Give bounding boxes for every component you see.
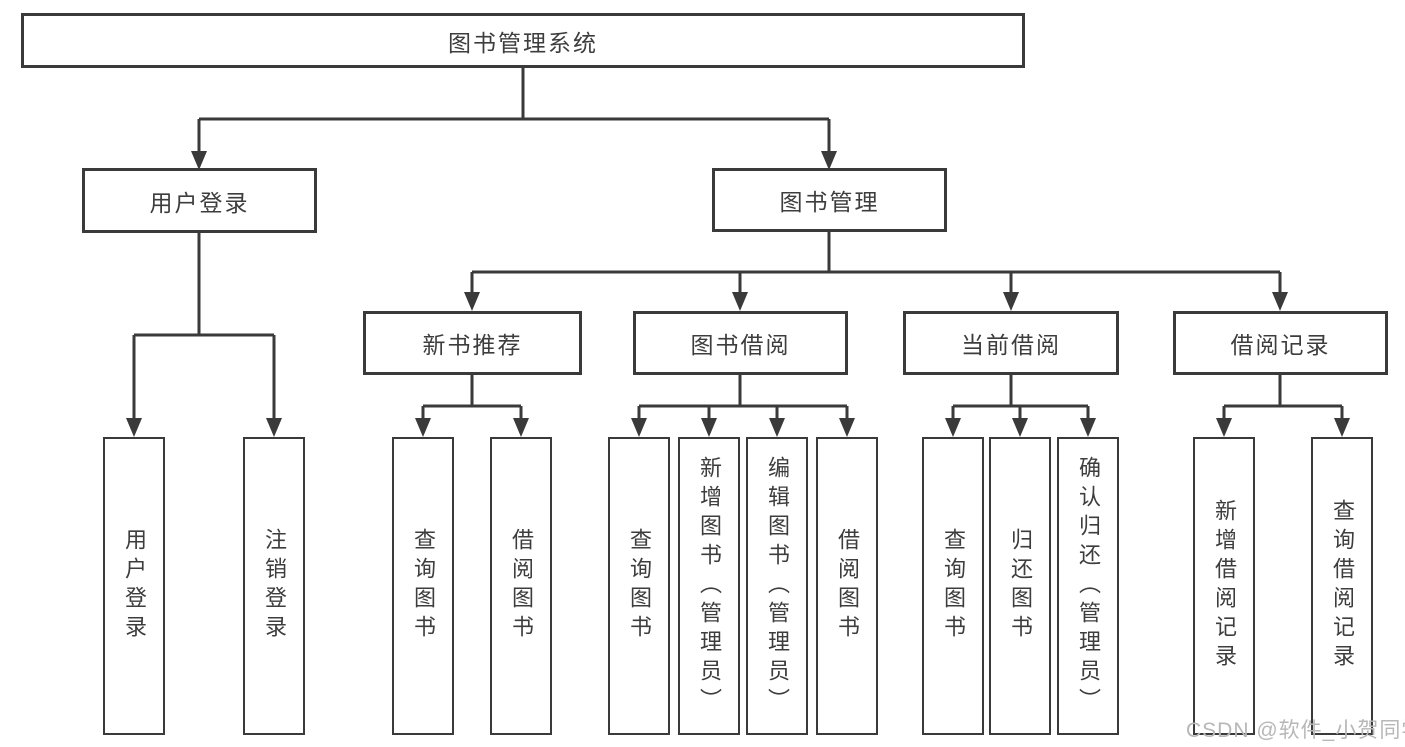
arrow-down-icon xyxy=(191,151,207,170)
node-book-management-label: 图书管理 xyxy=(779,189,880,215)
leaf-bb-edit-books-admin-label: 编辑图书（管理员） xyxy=(765,455,790,717)
arrow-down-icon xyxy=(1080,418,1096,437)
node-book-management: 图书管理 xyxy=(712,168,947,232)
leaf-br-add-record-label: 新增借阅记录 xyxy=(1212,499,1237,673)
arrow-down-icon xyxy=(513,418,529,437)
node-borrowing-records-label: 借阅记录 xyxy=(1230,332,1331,358)
leaf-nbr-borrow-books: 借阅图书 xyxy=(490,437,552,735)
arrowhead-icons xyxy=(126,151,1350,437)
leaf-bb-borrow-books-label: 借阅图书 xyxy=(835,528,860,644)
arrow-down-icon xyxy=(701,418,717,437)
leaf-br-query-record-label: 查询借阅记录 xyxy=(1330,499,1355,673)
arrow-down-icon xyxy=(1334,418,1350,437)
node-user-login-label: 用户登录 xyxy=(149,189,250,216)
leaf-user-login-label: 用户登录 xyxy=(122,528,147,644)
arrow-down-icon xyxy=(415,418,431,437)
arrow-down-icon xyxy=(1003,292,1019,311)
arrow-down-icon xyxy=(1216,418,1232,437)
leaf-cb-query-books-label: 查询图书 xyxy=(941,528,966,644)
arrow-down-icon xyxy=(126,418,142,437)
node-user-login: 用户登录 xyxy=(82,168,317,233)
leaf-bb-query-books: 查询图书 xyxy=(608,437,670,735)
leaf-user-login: 用户登录 xyxy=(103,437,165,735)
leaf-logout-label: 注销登录 xyxy=(262,528,287,644)
leaf-cb-return-books: 归还图书 xyxy=(989,437,1051,735)
csdn-watermark: CSDN @软件_小贺同学 xyxy=(1186,719,1405,742)
arrow-down-icon xyxy=(821,151,837,170)
leaf-br-add-record: 新增借阅记录 xyxy=(1193,437,1255,735)
arrow-down-icon xyxy=(1272,292,1288,311)
node-book-borrowing: 图书借阅 xyxy=(633,311,848,375)
node-new-book-recommend: 新书推荐 xyxy=(363,311,582,375)
leaf-bb-edit-books-admin: 编辑图书（管理员） xyxy=(746,437,808,735)
arrow-down-icon xyxy=(631,418,647,437)
node-borrowing-records: 借阅记录 xyxy=(1173,311,1388,375)
arrow-down-icon xyxy=(1012,418,1028,437)
leaf-nbr-borrow-books-label: 借阅图书 xyxy=(509,528,534,644)
arrow-down-icon xyxy=(839,418,855,437)
node-current-borrowing: 当前借阅 xyxy=(903,311,1119,375)
node-new-book-recommend-label: 新书推荐 xyxy=(422,332,523,358)
arrow-down-icon xyxy=(769,418,785,437)
leaf-nbr-query-books-label: 查询图书 xyxy=(411,528,436,644)
leaf-cb-confirm-return-admin: 确认归还（管理员） xyxy=(1057,437,1119,735)
arrow-down-icon xyxy=(945,418,961,437)
leaf-cb-confirm-return-admin-label: 确认归还（管理员） xyxy=(1076,455,1101,717)
leaf-bb-add-books-admin-label: 新增图书（管理员） xyxy=(697,455,722,717)
leaf-br-query-record: 查询借阅记录 xyxy=(1311,437,1373,735)
node-book-borrowing-label: 图书借阅 xyxy=(690,332,791,358)
leaf-cb-query-books: 查询图书 xyxy=(922,437,984,735)
leaf-nbr-query-books: 查询图书 xyxy=(392,437,454,735)
leaf-bb-query-books-label: 查询图书 xyxy=(627,528,652,644)
arrow-down-icon xyxy=(464,292,480,311)
arrow-down-icon xyxy=(732,292,748,311)
leaf-bb-borrow-books: 借阅图书 xyxy=(816,437,878,735)
root-node-system: 图书管理系统 xyxy=(21,13,1025,68)
arrow-down-icon xyxy=(266,418,282,437)
tree-edges xyxy=(132,68,1344,420)
root-node-label: 图书管理系统 xyxy=(448,29,598,56)
leaf-cb-return-books-label: 归还图书 xyxy=(1008,528,1033,644)
leaf-bb-add-books-admin: 新增图书（管理员） xyxy=(678,437,740,735)
leaf-logout: 注销登录 xyxy=(243,437,305,735)
node-current-borrowing-label: 当前借阅 xyxy=(961,332,1061,358)
